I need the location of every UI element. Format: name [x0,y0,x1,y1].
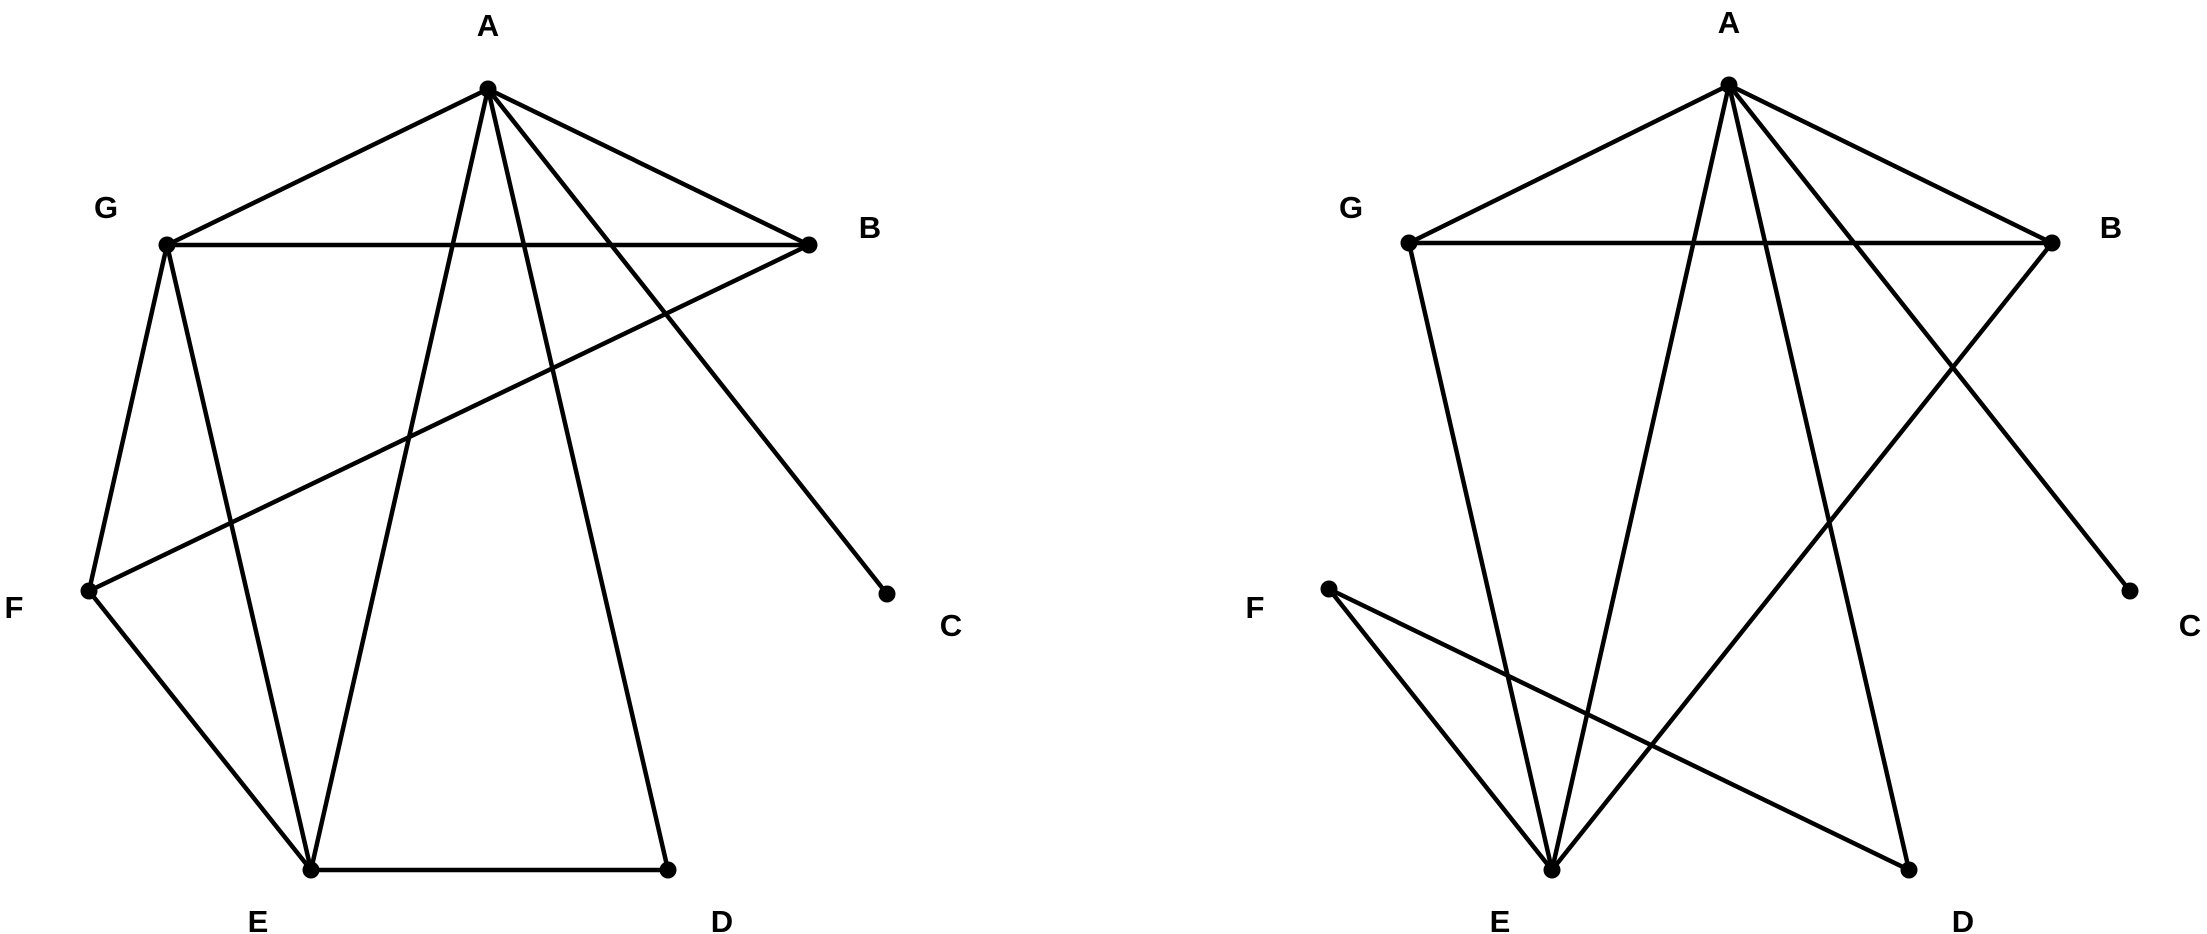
node-A [1720,76,1738,94]
edge-A-B [1728,82,2053,246]
node-label-A: A [477,8,499,43]
left-graph: A B C D E F G [5,8,963,934]
node-label-D: D [1952,904,1974,934]
edge-F-D [1328,586,1910,873]
node-D [1900,861,1918,879]
node-label-C: C [940,608,962,643]
edge-A-D [485,88,671,871]
edge-A-E [308,88,491,871]
node-B [2043,234,2061,252]
node-label-C: C [2179,608,2201,643]
node-label-B: B [859,210,881,245]
node-label-F: F [1246,590,1265,625]
node-B [800,236,818,254]
node-label-F: F [5,590,24,625]
edge-G-E [164,244,314,871]
edge-A-B [487,86,810,248]
node-label-A: A [1718,5,1740,40]
node-F [80,582,98,600]
node-label-E: E [248,904,269,934]
node-D [659,861,677,879]
edge-A-G [166,86,489,248]
edge-B-E [1550,241,2054,872]
node-G [1400,234,1418,252]
edge-G-F [86,244,170,592]
node-E [302,861,320,879]
node-label-G: G [1339,190,1363,225]
edge-G-E [1406,242,1555,871]
edge-A-D [1726,84,1912,871]
node-label-D: D [711,904,733,934]
edge-A-E [1549,84,1732,871]
node-A [479,80,497,98]
edge-B-F [88,242,810,594]
node-F [1320,580,1338,598]
node-G [158,236,176,254]
right-graph: A B C D E F G [1246,5,2202,934]
node-C [2121,582,2139,600]
node-E [1543,861,1561,879]
node-label-G: G [94,190,118,225]
edge-F-E [87,589,313,872]
edge-A-G [1408,82,1730,246]
node-label-B: B [2100,210,2122,245]
node-C [878,585,896,603]
edge-F-E [1327,587,1554,872]
edge-A-C [486,87,889,596]
edge-A-C [1727,83,2132,593]
node-label-E: E [1490,904,1511,934]
